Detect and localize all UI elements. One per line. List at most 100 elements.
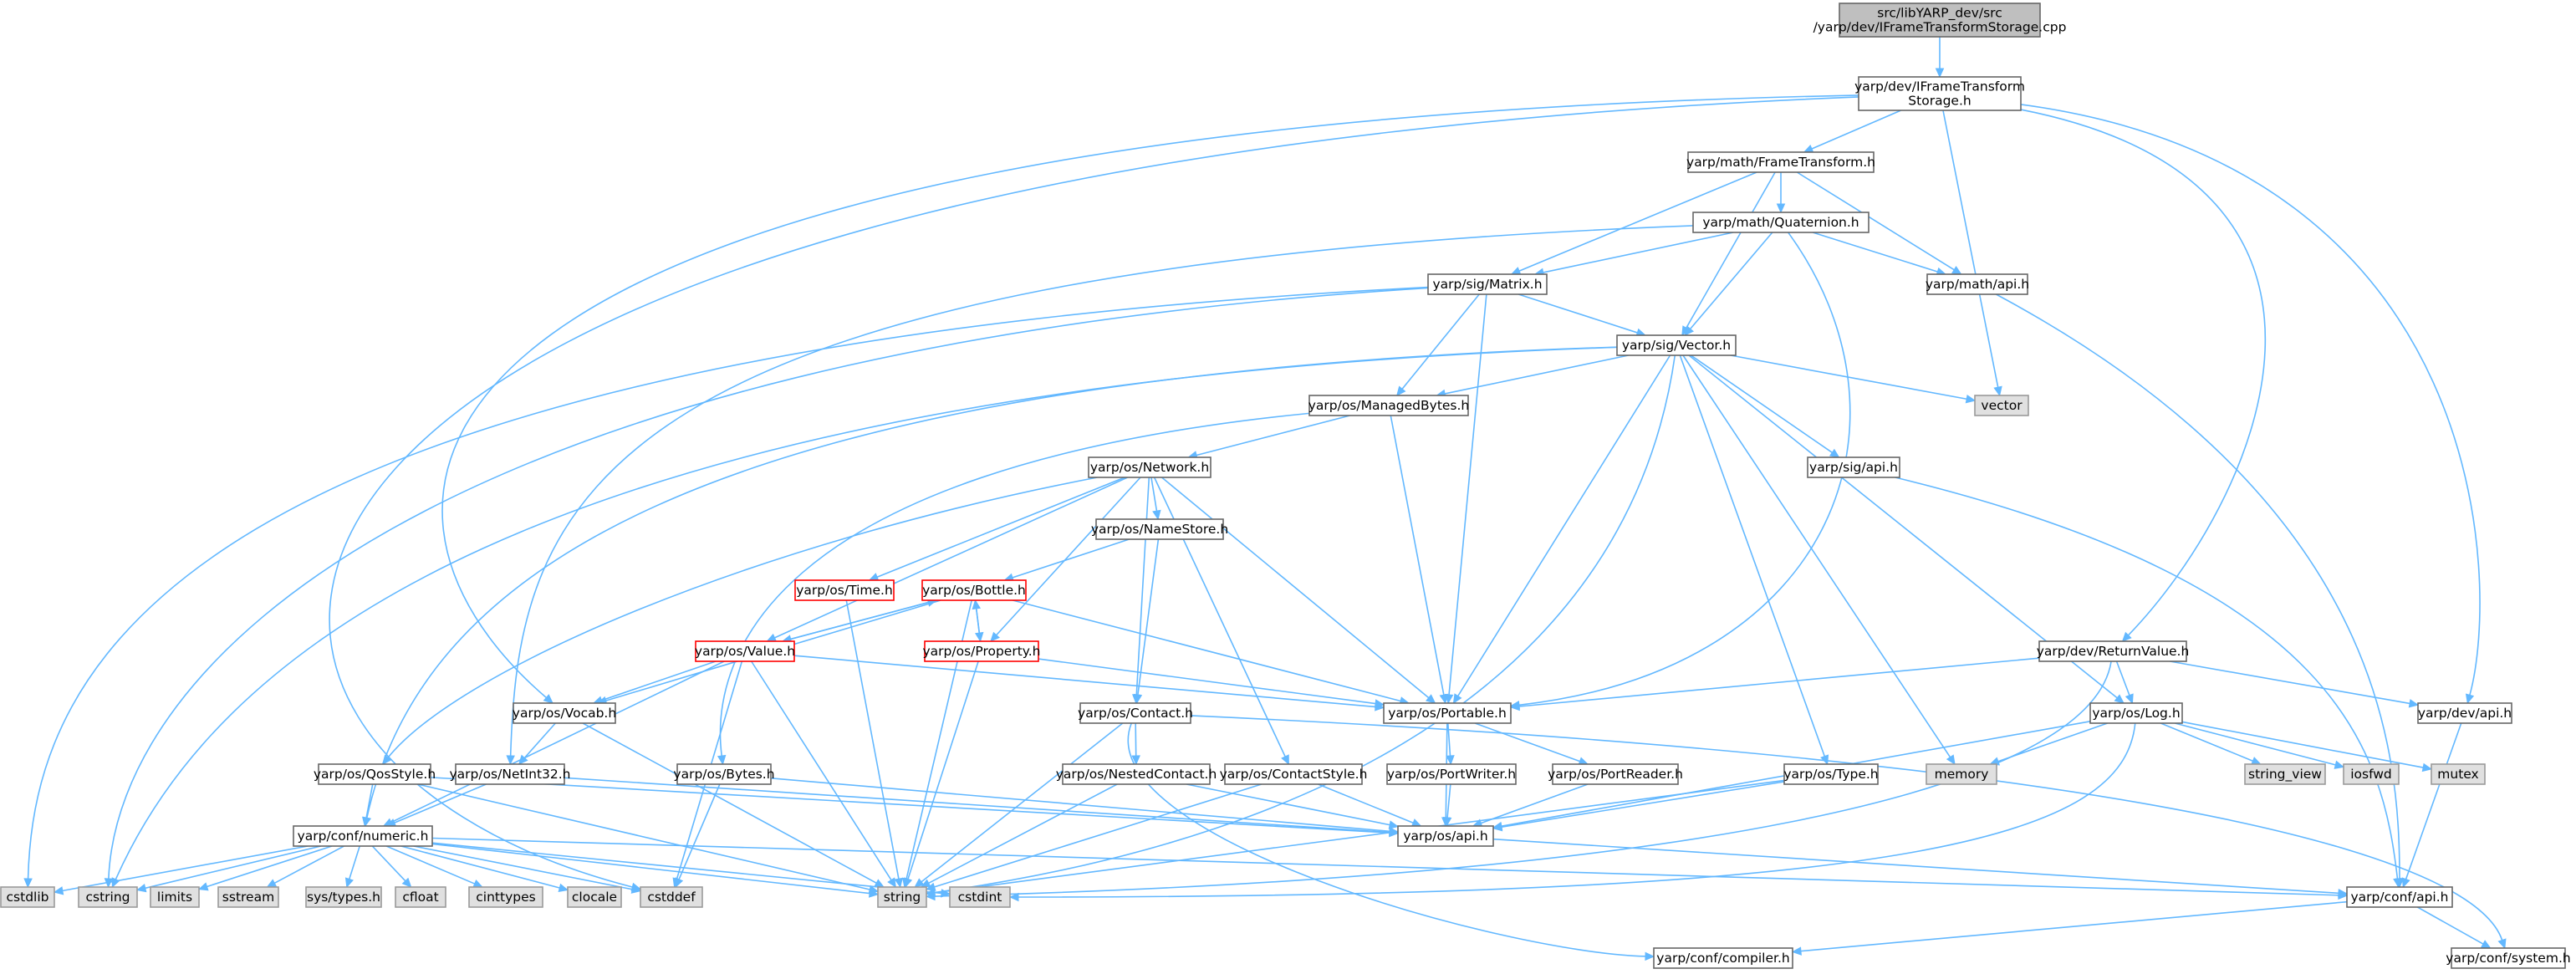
node-log[interactable]: yarp/os/Log.h bbox=[2089, 702, 2183, 724]
edge-quaternion-to-mathapi bbox=[1812, 232, 1947, 276]
node-box bbox=[2451, 947, 2566, 969]
node-portable[interactable]: yarp/os/Portable.h bbox=[1383, 702, 1512, 724]
edge-quaternion-to-netint32 bbox=[506, 225, 1694, 766]
node-iosfwd[interactable]: iosfwd bbox=[2343, 763, 2400, 785]
node-cstdint[interactable]: cstdint bbox=[949, 886, 1011, 908]
node-limits[interactable]: limits bbox=[150, 886, 200, 908]
edge-managedbytes-to-bytes bbox=[717, 412, 1310, 766]
node-managedbytes[interactable]: yarp/os/ManagedBytes.h bbox=[1308, 395, 1470, 416]
node-cinttypes[interactable]: cinttypes bbox=[468, 886, 543, 908]
node-returnvalue[interactable]: yarp/dev/ReturnValue.h bbox=[2037, 640, 2190, 662]
node-root[interactable]: src/libYARP_dev/src/yarp/dev/IFrameTrans… bbox=[1813, 3, 2067, 38]
edge-log-to-cstdint bbox=[1008, 722, 2136, 902]
node-iframe[interactable]: yarp/dev/IFrameTransformStorage.h bbox=[1854, 76, 2025, 111]
edge-matrix-to-portable bbox=[1444, 293, 1487, 705]
node-sstream[interactable]: sstream bbox=[217, 886, 279, 908]
node-memory[interactable]: memory bbox=[1926, 763, 1997, 785]
node-label: yarp/os/Portable.h bbox=[1388, 706, 1507, 721]
node-cstdlib[interactable]: cstdlib bbox=[0, 886, 55, 908]
node-cfloat[interactable]: cfloat bbox=[395, 886, 446, 908]
node-box bbox=[1088, 456, 1211, 478]
node-label: sstream bbox=[222, 890, 274, 905]
node-frametransform[interactable]: yarp/math/FrameTransform.h bbox=[1686, 151, 1875, 173]
node-type[interactable]: yarp/os/Type.h bbox=[1783, 763, 1879, 785]
edge-numeric-to-cfloat bbox=[371, 845, 412, 888]
node-vocab[interactable]: yarp/os/Vocab.h bbox=[513, 702, 616, 724]
node-mutex[interactable]: mutex bbox=[2431, 763, 2486, 785]
node-label: yarp/os/Type.h bbox=[1783, 767, 1878, 782]
node-box bbox=[305, 886, 382, 908]
edge-vector_h-to-sigapi bbox=[1690, 354, 1840, 458]
node-portreader[interactable]: yarp/os/PortReader.h bbox=[1548, 763, 1683, 785]
node-label: string_view bbox=[2248, 767, 2322, 783]
node-label: cfloat bbox=[402, 890, 438, 905]
edge-root-to-iframe bbox=[1935, 37, 1945, 79]
node-label: yarp/conf/compiler.h bbox=[1656, 951, 1789, 966]
node-cstddef[interactable]: cstddef bbox=[640, 886, 703, 908]
node-quaternion[interactable]: yarp/math/Quaternion.h bbox=[1692, 212, 1870, 233]
node-string[interactable]: string bbox=[877, 886, 927, 908]
node-vector[interactable]: vector bbox=[1974, 395, 2029, 416]
edge-contactstyle-to-string bbox=[925, 783, 1262, 891]
node-label: yarp/os/QosStyle.h bbox=[314, 767, 436, 782]
node-box bbox=[1858, 76, 2022, 111]
node-label: yarp/dev/ReturnValue.h bbox=[2037, 644, 2190, 659]
node-box bbox=[1552, 763, 1679, 785]
node-box bbox=[455, 763, 565, 785]
node-contactstyle[interactable]: yarp/os/ContactStyle.h bbox=[1220, 763, 1368, 785]
node-compiler[interactable]: yarp/conf/compiler.h bbox=[1653, 947, 1793, 969]
edge-property-to-portable bbox=[1038, 658, 1385, 708]
edge-type-to-string bbox=[925, 779, 1785, 898]
node-box bbox=[794, 579, 895, 601]
node-matrix[interactable]: yarp/sig/Matrix.h bbox=[1427, 273, 1548, 295]
edge-managedbytes-to-portable bbox=[1390, 415, 1448, 705]
edge-numeric-to-limits bbox=[197, 845, 333, 891]
node-label: yarp/os/Time.h bbox=[796, 583, 893, 598]
node-box bbox=[1308, 395, 1469, 416]
node-sigapi[interactable]: yarp/sig/api.h bbox=[1807, 456, 1900, 478]
node-system[interactable]: yarp/conf/system.h bbox=[2446, 947, 2571, 969]
node-devapi[interactable]: yarp/dev/api.h bbox=[2417, 702, 2512, 724]
node-clocale[interactable]: clocale bbox=[567, 886, 622, 908]
node-property[interactable]: yarp/os/Property.h bbox=[922, 640, 1041, 662]
node-portwriter[interactable]: yarp/os/PortWriter.h bbox=[1386, 763, 1517, 785]
edge-value-to-vocab bbox=[592, 660, 717, 705]
node-box bbox=[1974, 395, 2029, 416]
node-bottle[interactable]: yarp/os/Bottle.h bbox=[921, 579, 1027, 601]
edge-log-to-memory bbox=[1989, 722, 2108, 766]
edge-network-to-time bbox=[868, 477, 1125, 581]
edge-returnvalue-to-log bbox=[2115, 660, 2134, 705]
node-string_view[interactable]: string_view bbox=[2244, 763, 2326, 785]
edge-numeric-to-clocale bbox=[400, 845, 569, 892]
node-nestedcontact[interactable]: yarp/os/NestedContact.h bbox=[1056, 763, 1217, 785]
edge-confapi-to-system bbox=[2416, 906, 2492, 949]
edge-time-to-string bbox=[845, 599, 903, 889]
node-label: clocale bbox=[572, 890, 617, 905]
node-label: yarp/os/ManagedBytes.h bbox=[1308, 398, 1470, 413]
node-confapi[interactable]: yarp/conf/api.h bbox=[2346, 886, 2453, 908]
node-value[interactable]: yarp/os/Value.h bbox=[695, 640, 795, 662]
node-label: limits bbox=[157, 890, 192, 905]
edge-contact-to-system bbox=[1190, 715, 2507, 950]
node-contact[interactable]: yarp/os/Contact.h bbox=[1078, 702, 1193, 724]
edge-vector_h-to-managedbytes bbox=[1436, 354, 1629, 399]
node-box bbox=[1783, 763, 1879, 785]
node-mathapi[interactable]: yarp/math/api.h bbox=[1926, 273, 2029, 295]
node-netint32[interactable]: yarp/os/NetInt32.h bbox=[449, 763, 571, 785]
node-time[interactable]: yarp/os/Time.h bbox=[794, 579, 895, 601]
node-network[interactable]: yarp/os/Network.h bbox=[1088, 456, 1211, 478]
node-box bbox=[468, 886, 543, 908]
node-label: yarp/sig/Matrix.h bbox=[1432, 277, 1542, 292]
node-bytes[interactable]: yarp/os/Bytes.h bbox=[673, 763, 775, 785]
node-systypes[interactable]: sys/types.h bbox=[305, 886, 382, 908]
node-osapi[interactable]: yarp/os/api.h bbox=[1397, 825, 1494, 847]
edge-type-to-osapi bbox=[1492, 781, 1785, 832]
node-vector_h[interactable]: yarp/sig/Vector.h bbox=[1616, 334, 1737, 356]
node-box bbox=[78, 886, 138, 908]
node-namestore[interactable]: yarp/os/NameStore.h bbox=[1091, 518, 1228, 540]
edge-netint32-to-numeric bbox=[385, 783, 487, 827]
node-qosstyle[interactable]: yarp/os/QosStyle.h bbox=[314, 763, 436, 785]
node-cstring[interactable]: cstring bbox=[78, 886, 138, 908]
node-numeric[interactable]: yarp/conf/numeric.h bbox=[293, 825, 433, 847]
edge-vector_h-to-portable bbox=[1452, 354, 1671, 705]
